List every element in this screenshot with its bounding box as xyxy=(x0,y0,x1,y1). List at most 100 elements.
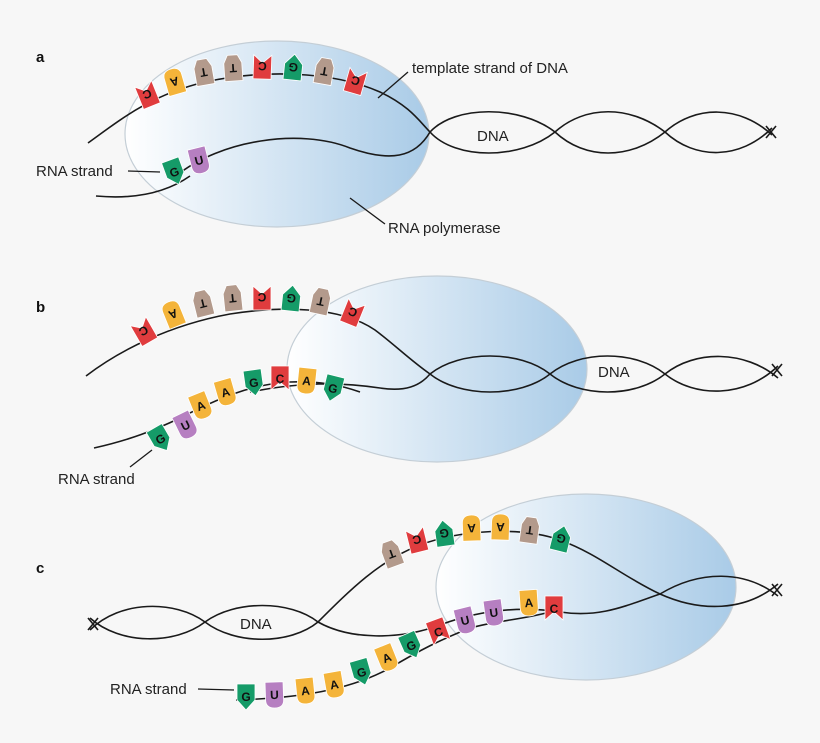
b-template-base-t-6: T xyxy=(308,287,331,317)
c-rna-base-shape-2 xyxy=(294,676,316,705)
dna-label-a: DNA xyxy=(477,128,509,145)
c-template-base-letter-5: T xyxy=(525,523,535,538)
b-template-base-shape-0 xyxy=(129,315,159,348)
c-template-base-letter-4: A xyxy=(496,520,505,534)
c-rna-base-a-2: A xyxy=(294,676,316,705)
a-template-base-letter-6: T xyxy=(319,64,329,79)
a-rna-base-u-1: U xyxy=(186,145,210,175)
c-template-base-shape-0 xyxy=(380,539,405,570)
c-rna-base-letter-2: A xyxy=(300,683,310,698)
b-rna-base-shape-1 xyxy=(171,409,198,440)
c-template-base-g-6: G xyxy=(548,525,572,554)
c-rna-base-c-11: C xyxy=(544,595,564,621)
c-rna-base-u-1: U xyxy=(264,681,285,709)
c-template-base-letter-1: C xyxy=(411,532,423,548)
template-strand-label-a: template strand of DNA xyxy=(412,60,568,77)
b-template-base-shape-2 xyxy=(192,289,216,319)
b-rna-base-letter-3: A xyxy=(219,384,232,400)
panel-label-b: b xyxy=(36,299,45,316)
rna-bases-a: GU xyxy=(161,145,210,185)
b-template-base-shape-3 xyxy=(222,284,244,313)
rna-strand-label-b: RNA strand xyxy=(58,471,135,488)
b-rna-base-a-2: A xyxy=(187,390,213,420)
leader-rna-c xyxy=(197,688,235,691)
c-rna-base-letter-3: A xyxy=(329,677,340,692)
c-template-base-a-4: A xyxy=(490,513,511,541)
c-rna-base-g-6: G xyxy=(397,629,422,659)
a-template-base-t-6: T xyxy=(312,57,335,87)
b-rna-base-g-4: G xyxy=(242,368,264,397)
a-template-base-g-5: G xyxy=(282,53,304,82)
b-template-base-shape-7 xyxy=(339,297,367,328)
c-rna-base-a-5: A xyxy=(373,642,399,672)
c-rna-base-u-8: U xyxy=(452,605,476,635)
b-template-base-letter-6: T xyxy=(315,294,326,309)
b-rna-base-g-7: G xyxy=(322,373,346,402)
b-template-base-t-3: T xyxy=(222,284,244,313)
a-rna-base-letter-0: G xyxy=(168,164,182,180)
b-template-base-c-0: C xyxy=(129,315,159,348)
c-rna-base-a-10: A xyxy=(518,588,539,617)
leader-rna-b xyxy=(129,449,153,468)
a-template-base-shape-2 xyxy=(193,58,216,88)
c-rna-base-g-0: G xyxy=(236,683,256,711)
b-rna-base-shape-2 xyxy=(187,390,213,420)
b-rna-base-letter-5: C xyxy=(276,372,285,386)
b-rna-base-letter-7: G xyxy=(327,381,339,397)
c-template-base-shape-3 xyxy=(461,514,482,542)
a-template-base-shape-0 xyxy=(133,79,161,110)
c-rna-base-g-4: G xyxy=(348,657,372,686)
dna-label-c: DNA xyxy=(240,616,272,633)
a-template-base-letter-1: A xyxy=(168,74,181,90)
b-rna-base-c-5: C xyxy=(270,365,290,391)
c-template-base-t-0: T xyxy=(380,539,405,570)
b-rna-base-a-3: A xyxy=(212,377,237,406)
b-template-base-shape-1 xyxy=(161,300,187,330)
c-template-base-shape-6 xyxy=(548,525,572,554)
dna-end-b xyxy=(771,363,783,377)
b-template-base-letter-4: C xyxy=(257,290,266,304)
b-template-base-letter-3: T xyxy=(228,291,237,306)
c-template-base-g-2: G xyxy=(434,519,456,548)
c-rna-base-shape-0 xyxy=(236,683,256,711)
a-template-base-t-2: T xyxy=(193,58,216,88)
c-rna-base-letter-1: U xyxy=(270,688,279,702)
rna-strand-label-a: RNA strand xyxy=(36,163,113,180)
a-template-base-shape-3 xyxy=(223,54,244,83)
b-rna-base-shape-7 xyxy=(322,373,346,402)
panel-label-c: c xyxy=(36,560,44,577)
a-template-base-t-3: T xyxy=(223,54,244,83)
dna-end-a xyxy=(765,125,777,139)
dna-end-c-left xyxy=(87,617,99,631)
b-rna-base-g-0: G xyxy=(145,422,171,452)
a-template-base-shape-7 xyxy=(342,66,368,96)
b-rna-base-shape-4 xyxy=(242,368,264,397)
rna-strand-label-c: RNA strand xyxy=(110,681,187,698)
coding-strand-b xyxy=(249,355,779,393)
c-rna-base-shape-9 xyxy=(482,598,504,627)
dna-label-b: DNA xyxy=(598,364,630,381)
a-template-base-shape-5 xyxy=(282,53,304,82)
polymerase-label-a: RNA polymerase xyxy=(388,220,501,237)
b-template-base-c-7: C xyxy=(339,297,367,328)
b-rna-base-a-6: A xyxy=(296,366,318,395)
rna-backbone-a xyxy=(95,175,191,198)
b-template-base-a-1: A xyxy=(161,300,187,330)
c-rna-base-letter-10: A xyxy=(524,596,534,611)
b-template-base-g-5: G xyxy=(280,284,302,313)
c-rna-base-letter-8: U xyxy=(459,613,471,629)
c-rna-base-shape-11 xyxy=(544,595,564,621)
b-template-base-letter-2: T xyxy=(197,296,208,312)
c-rna-base-letter-11: C xyxy=(550,602,559,616)
c-template-base-shape-5 xyxy=(518,516,540,545)
c-rna-base-shape-10 xyxy=(518,588,539,617)
a-template-base-c-7: C xyxy=(342,66,368,96)
c-rna-base-letter-0: G xyxy=(241,690,250,704)
